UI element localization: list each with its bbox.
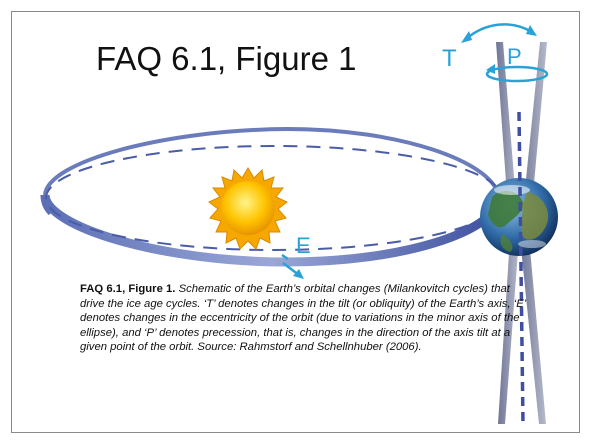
caption-body: Schematic of the Earth’s orbital changes… — [80, 283, 526, 354]
label-e: E — [296, 233, 311, 258]
slide-title: FAQ 6.1, Figure 1 — [96, 40, 357, 77]
tilt-arrow — [461, 23, 537, 43]
slide: T P E FAQ 6.1, Figure 1 FAQ 6.1, Figure … — [11, 11, 580, 433]
eccentricity-arrow — [281, 253, 304, 279]
caption-heading: FAQ 6.1, Figure 1. — [80, 283, 176, 295]
label-t: T — [442, 45, 457, 72]
figure-caption: FAQ 6.1, Figure 1. Schematic of the Eart… — [80, 282, 526, 355]
precession-cone — [496, 42, 547, 424]
earth-icon — [480, 178, 558, 256]
orbit-diagram: T P E — [40, 23, 558, 425]
precession-arrow — [485, 64, 549, 83]
label-p: P — [507, 44, 522, 69]
sun-icon — [208, 167, 288, 250]
earth-axis — [517, 111, 525, 425]
